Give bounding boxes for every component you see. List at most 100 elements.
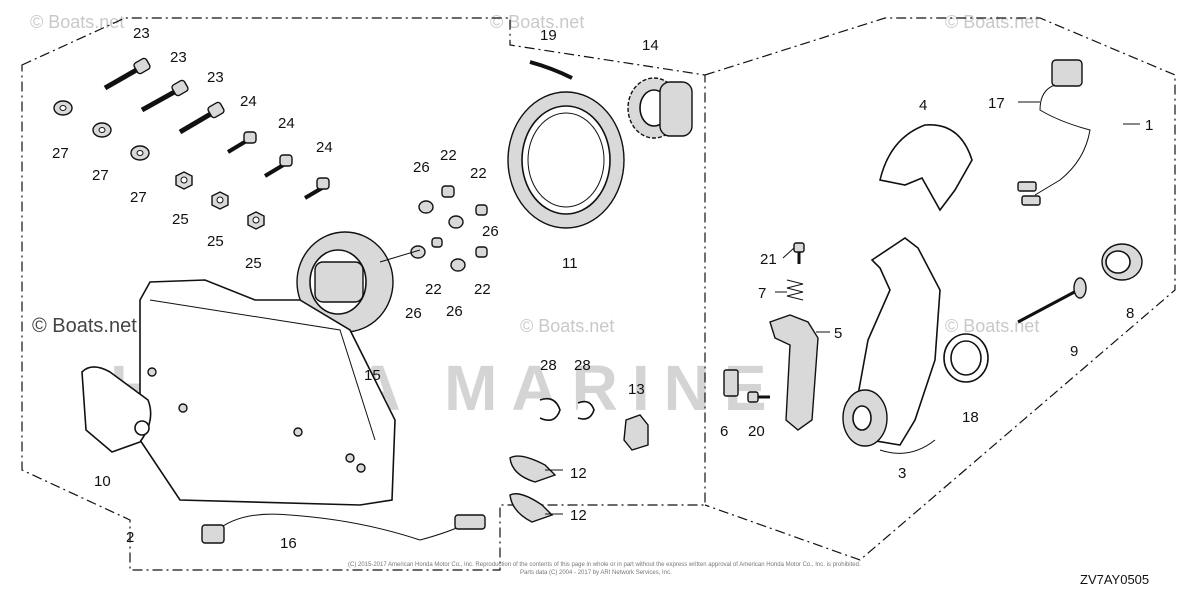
shift-block-5 [769,314,819,431]
screw-22 [475,204,488,216]
washer-27-c [130,145,150,161]
nut-25-c [247,211,265,230]
callout-label: 13 [628,381,645,398]
screw-24-b [263,154,293,178]
callouts: 23 23 23 24 24 24 27 27 27 25 25 25 26 2… [52,25,1153,552]
pin-6 [723,369,739,397]
shaft-9 [1017,277,1087,324]
bezel-ring-11 [507,91,625,229]
callout-label: 7 [758,285,766,302]
callout-label: 27 [52,145,69,162]
watermark-text: © Boats.net [490,12,584,32]
callout-label: 24 [278,115,295,132]
plate-fasteners [410,185,488,272]
callout-label: 25 [172,211,189,228]
washer-26 [448,215,464,229]
callout-label: 2 [126,529,134,546]
washer-18 [943,333,989,383]
screw-20 [747,391,770,403]
cap-8 [1101,243,1143,281]
callout-label: 23 [170,49,187,66]
callout-label: 28 [540,357,557,374]
screw-22 [431,237,443,248]
callout-label: 25 [245,255,262,272]
switch-17 [1017,59,1091,206]
callout-label: 10 [94,473,111,490]
watermark-text: © Boats.net [520,316,614,336]
callout-label: 22 [425,281,442,298]
callout-label: 16 [280,535,297,552]
screw-21 [793,242,805,264]
callout-label: 26 [413,159,430,176]
group-boundary-left [21,17,706,571]
housing-2 [139,279,396,506]
callout-label: 12 [570,507,587,524]
nut-25-b [211,191,229,210]
washer-26 [418,200,434,214]
callout-label: 24 [240,93,257,110]
callout-label: 27 [130,189,147,206]
callout-label: 28 [574,357,591,374]
stopper-13 [623,414,649,451]
callout-label: 19 [540,27,557,44]
callout-label: 1 [1145,117,1153,134]
washer-26 [410,245,426,259]
washer-26 [450,258,466,272]
callout-label: 6 [720,423,728,440]
callout-label: 20 [748,423,765,440]
callout-label: 24 [316,139,333,156]
watermark-main: © Boats.net [32,315,137,337]
callout-label: 4 [919,97,927,114]
watermark-text: © Boats.net [945,12,1039,32]
fasteners-group [53,57,330,230]
copyright-line-1: (C) 2015-2017 American Honda Motor Co., … [348,562,861,568]
bracket-12-b [509,493,554,523]
copyright-line-2: Parts data (C) 2004 - 2017 by ARI Networ… [520,570,672,576]
callout-label: 22 [470,165,487,182]
screw-23-c [178,101,225,135]
callout-label: 12 [570,465,587,482]
callout-label: 21 [760,251,777,268]
callout-label: 22 [440,147,457,164]
clip-28-b [577,400,595,420]
callout-label: 22 [474,281,491,298]
callout-label: 25 [207,233,224,250]
screw-24-a [226,131,257,154]
callout-label: 17 [988,95,1005,112]
callout-label: 14 [642,37,659,54]
washer-27-b [92,122,112,138]
nut-25-a [175,171,193,190]
spring-7 [786,279,804,301]
watermark-text: © Boats.net [30,12,124,32]
leader-lines [545,101,1140,515]
callout-label: 3 [898,465,906,482]
screw-22 [475,246,488,258]
callout-label: 23 [207,69,224,86]
callout-label: 26 [446,303,463,320]
lever-arm-3 [842,237,941,454]
callout-label: 26 [405,305,422,322]
clip-28-a [539,397,561,421]
cover-10 [81,366,152,453]
callout-label: 11 [562,255,578,272]
callout-label: 15 [364,367,381,384]
callout-label: 23 [133,25,150,42]
gear-14 [627,77,693,139]
callout-label: 5 [834,325,842,342]
callout-label: 26 [482,223,499,240]
bracket-12-a [509,455,557,483]
washer-27-a [53,100,73,116]
ring-19 [529,60,573,80]
screw-23-b [140,79,189,113]
watermark-text: © Boats.net [945,316,1039,336]
group-boundary-right [704,17,1176,561]
diagram-code: ZV7AY0505 [1080,572,1149,587]
callout-label: 9 [1070,343,1078,360]
callout-label: 18 [962,409,979,426]
grip-4 [879,124,973,212]
screw-24-c [303,177,330,200]
callout-label: 27 [92,167,109,184]
harness-16 [201,513,486,544]
callout-label: 8 [1126,305,1134,322]
